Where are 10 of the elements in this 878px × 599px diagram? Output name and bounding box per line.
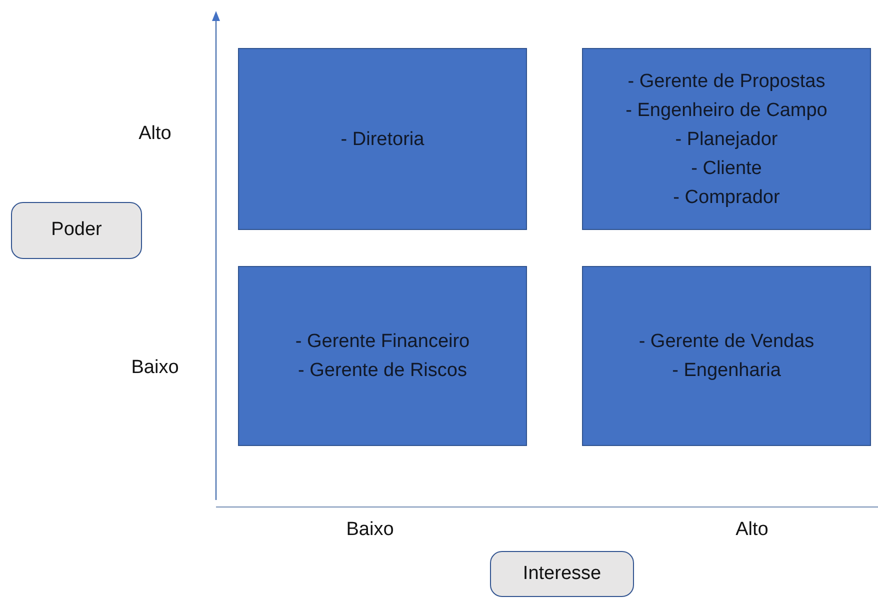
axis-title-box: Poder (11, 202, 142, 259)
axis-level-label: Baixo (345, 518, 395, 542)
axis-level-label: Baixo (130, 356, 180, 380)
axis-level-label: Alto (734, 518, 770, 542)
quadrant-box: - Gerente Financeiro - Gerente de Riscos (238, 266, 527, 446)
quadrant-box: - Gerente de Vendas - Engenharia (582, 266, 871, 446)
quadrant-box: - Gerente de Propostas - Engenheiro de Campo - Planejador - Cliente - Comprador (582, 48, 871, 230)
axis-title-box: Interesse (490, 551, 634, 597)
axis-level-label: Alto (138, 122, 172, 146)
quadrant-box: - Diretoria (238, 48, 527, 230)
